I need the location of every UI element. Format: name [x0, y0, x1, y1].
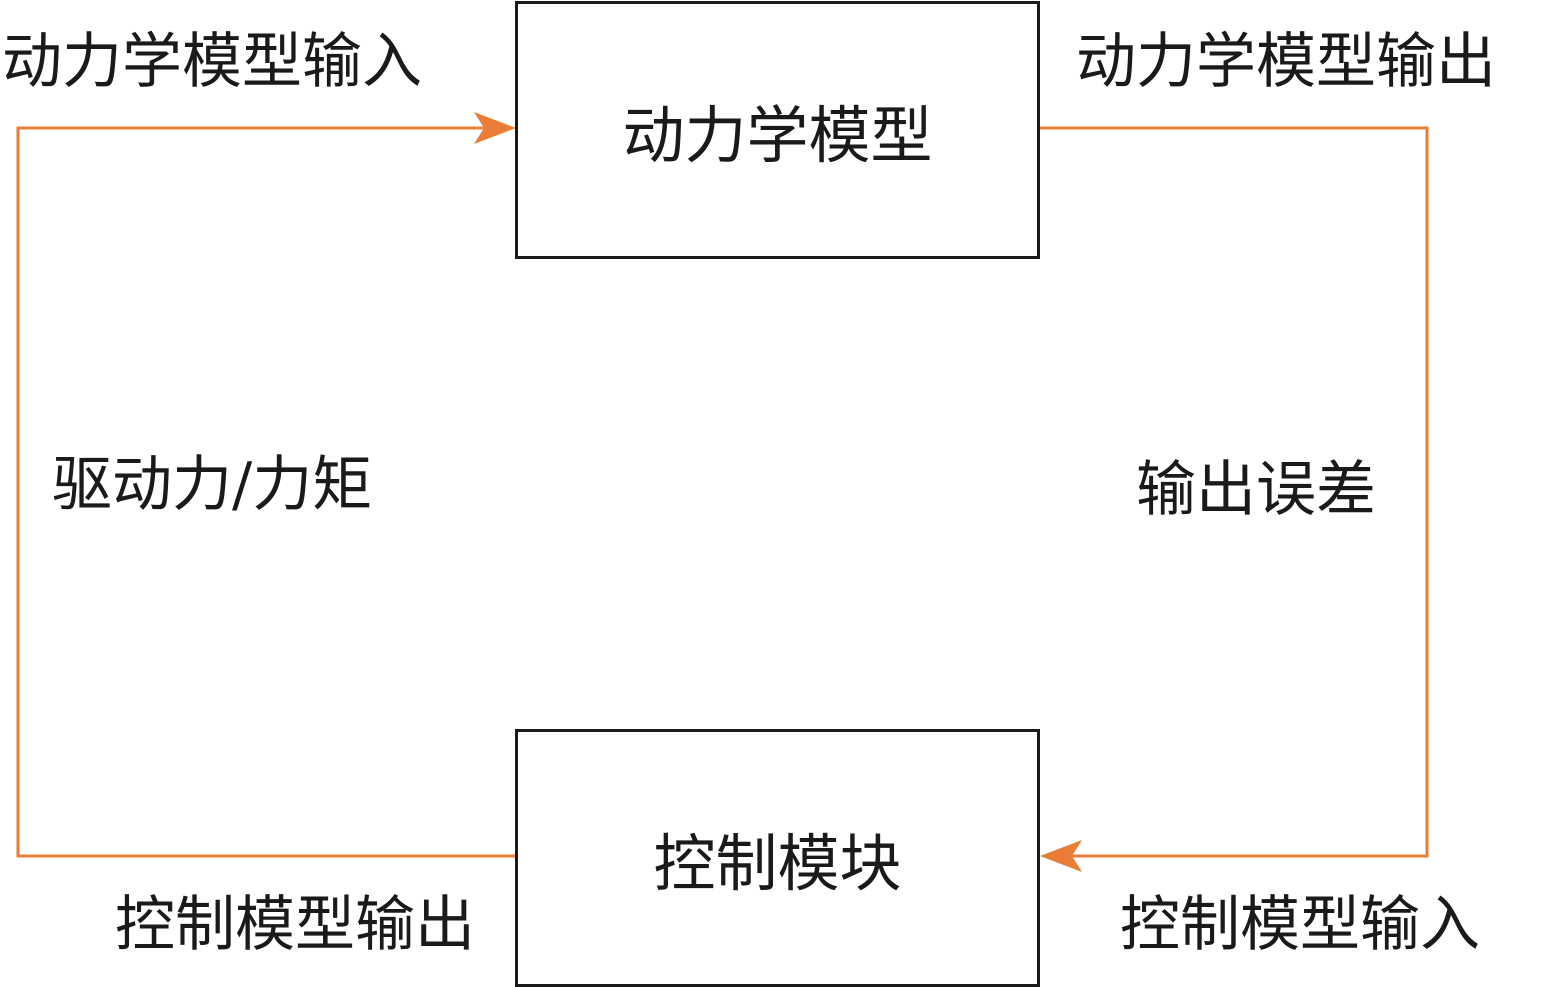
- feedback-line-right: [1038, 126, 1429, 858]
- drive-force-torque-label: 驱动力/力矩: [52, 450, 373, 520]
- dynamics-output-label: 动力学模型输出: [1076, 27, 1496, 97]
- control-module-label: 控制模块: [653, 827, 902, 900]
- output-error-label: 输出误差: [1136, 455, 1376, 525]
- control-output-label: 控制模型输出: [115, 890, 475, 960]
- arrowhead-to-control: [1040, 840, 1082, 872]
- dynamics-model-label: 动力学模型: [622, 99, 933, 172]
- feedback-line-left: [16, 126, 516, 858]
- control-input-label: 控制模型输入: [1120, 890, 1480, 960]
- dynamics-input-label: 动力学模型输入: [2, 27, 422, 97]
- dynamics-model-block: 动力学模型: [515, 1, 1040, 259]
- arrowhead-to-dynamics: [474, 112, 516, 144]
- control-module-block: 控制模块: [515, 729, 1040, 987]
